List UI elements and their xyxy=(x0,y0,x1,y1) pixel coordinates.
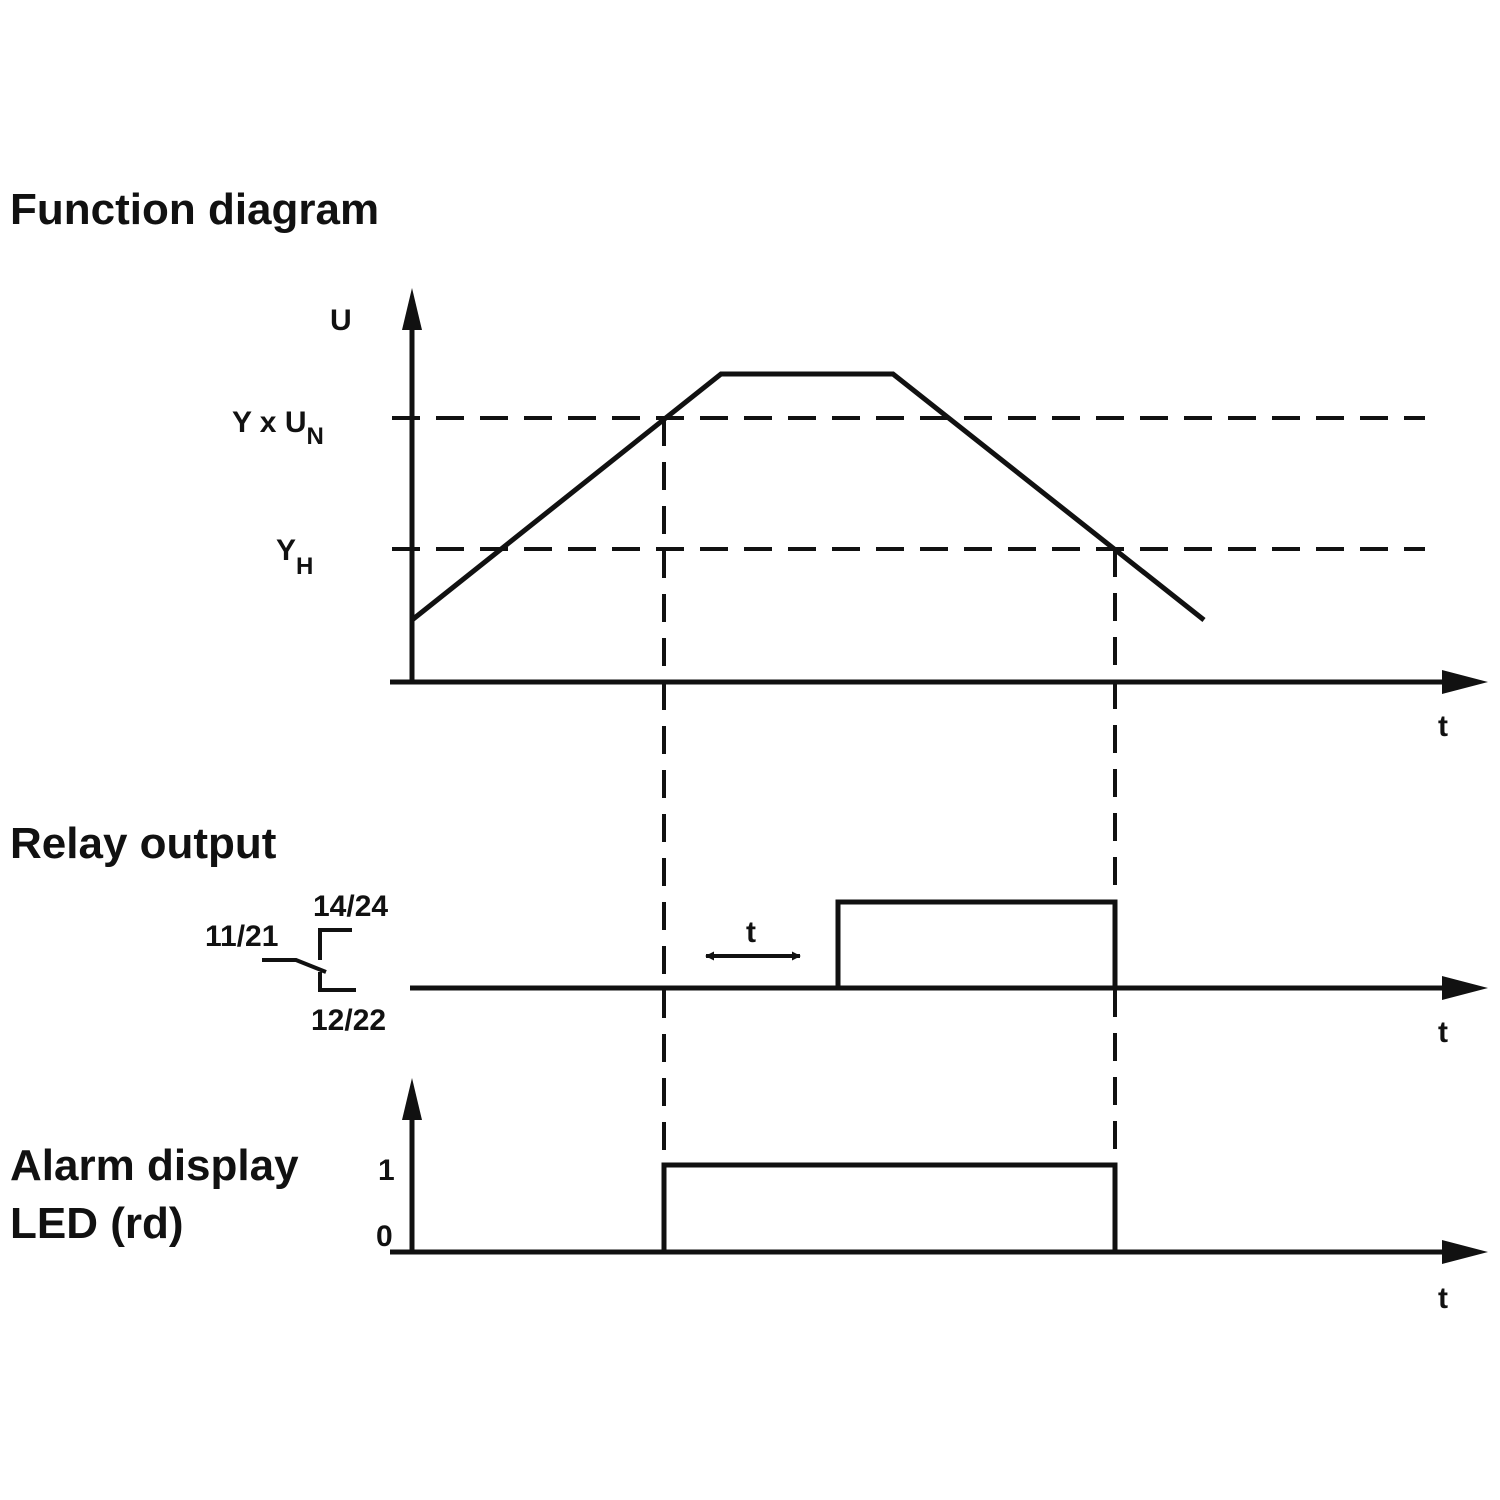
led-y-arrow xyxy=(402,1078,422,1120)
contact-switch-blade xyxy=(262,958,327,974)
relay-contact-symbol xyxy=(262,928,356,992)
contact-no-terminal xyxy=(318,928,352,960)
voltage-time-arrow xyxy=(1442,670,1488,694)
time-label-relay: t xyxy=(1438,1016,1448,1049)
alarm-led-plot: 1 0 t xyxy=(376,1078,1488,1315)
relay-pulse xyxy=(835,899,1118,988)
time-label-led: t xyxy=(1438,1282,1448,1315)
contact-nc-terminal xyxy=(318,972,356,992)
voltage-curve xyxy=(410,371,1206,622)
relay-output-plot: t 14/24 11/21 12/22 t xyxy=(205,890,1488,1049)
upper-threshold-label: Y x UN xyxy=(232,406,324,450)
function-diagram-title: Function diagram xyxy=(10,185,379,234)
contact-12-22-label: 12/22 xyxy=(311,1004,386,1037)
delay-label: t xyxy=(746,916,756,949)
led-pulse xyxy=(661,1162,1118,1252)
voltage-y-arrow xyxy=(402,288,422,330)
contact-11-21-label: 11/21 xyxy=(205,920,278,953)
alarm-display-title: Alarm display xyxy=(10,1141,299,1190)
led-level-0-label: 0 xyxy=(376,1220,393,1253)
relay-output-title: Relay output xyxy=(10,819,277,868)
time-label-voltage: t xyxy=(1438,710,1448,743)
led-time-arrow xyxy=(1442,1240,1488,1264)
contact-14-24-label: 14/24 xyxy=(313,890,388,923)
led-level-1-label: 1 xyxy=(378,1154,395,1187)
lower-threshold-label: YH xyxy=(276,534,313,580)
relay-time-arrow xyxy=(1442,976,1488,1000)
alarm-display-subtitle: LED (rd) xyxy=(10,1199,184,1248)
u-axis-label: U xyxy=(330,304,352,337)
voltage-plot: U t Y x UN YH xyxy=(232,288,1488,743)
